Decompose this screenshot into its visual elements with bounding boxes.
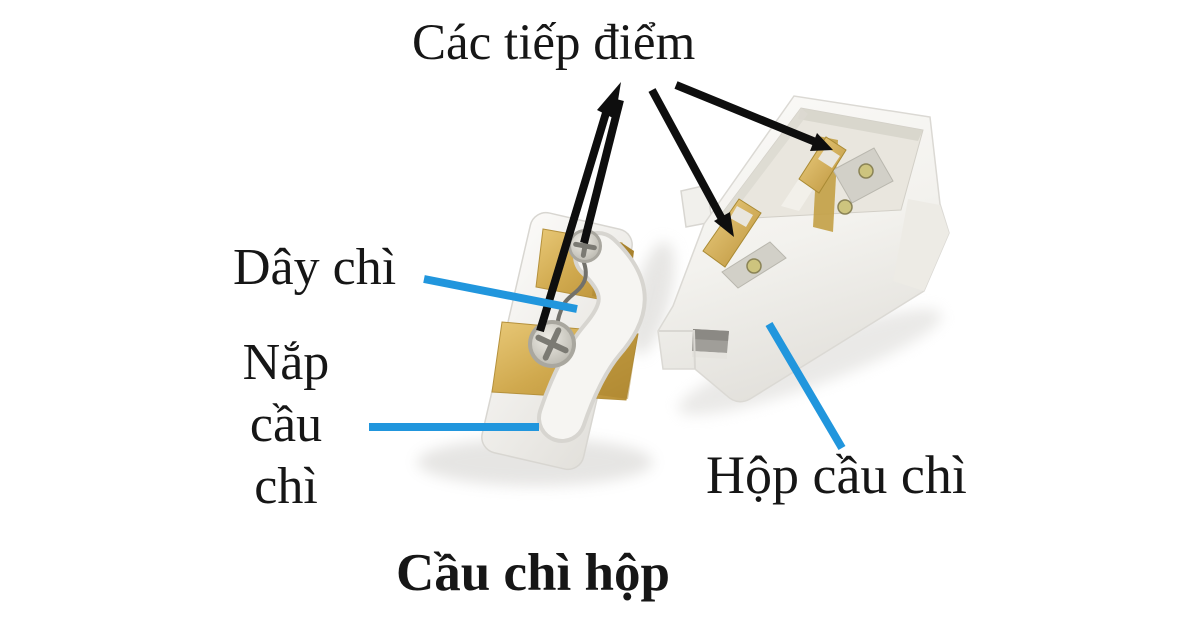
label-contacts: Các tiếp điểm <box>412 15 696 71</box>
contact-arrowhead-up <box>597 82 621 119</box>
fuse-wire-pointer-line <box>423 275 578 313</box>
label-fuse-cap-line1: Nắp <box>242 334 330 391</box>
fuse-cap-photo <box>481 211 647 471</box>
label-fuse-cap: Nắp cầu chì <box>233 332 339 518</box>
fuse-cap-bridge <box>537 231 647 443</box>
contact-arrows <box>536 81 833 333</box>
fuse-box-pointer-line <box>765 321 846 451</box>
label-fuse-wire: Dây chì <box>233 239 397 296</box>
contact-arrowhead-right <box>810 133 833 151</box>
fuse-cap-screw-top <box>568 229 602 263</box>
contact-arrowhead-mid <box>714 212 734 237</box>
label-fuse-box: Hộp cầu chì <box>706 445 967 505</box>
label-fuse-cap-line2: cầu <box>249 396 323 453</box>
fuse-box-right-face <box>893 199 949 291</box>
fuse-box-photo <box>657 95 950 403</box>
diagram-caption: Cầu chì hộp <box>396 544 670 602</box>
fuse-cap-screw-bottom <box>528 320 576 368</box>
fuse-box-contact-right <box>798 136 894 232</box>
label-fuse-cap-line3: chì <box>254 458 318 515</box>
